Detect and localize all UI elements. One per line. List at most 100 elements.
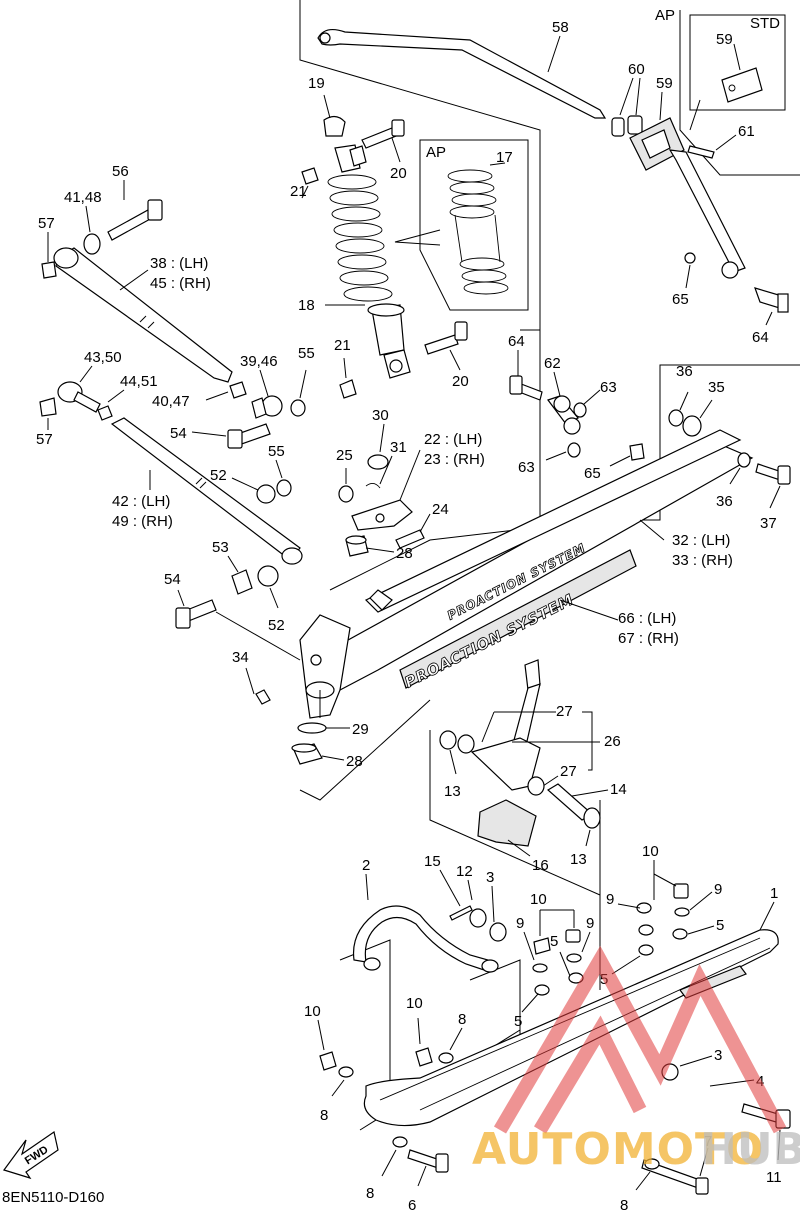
callout-55-top: 55 xyxy=(298,345,315,362)
callout-13-left: 13 xyxy=(444,783,461,800)
fwd-arrow: FWD xyxy=(3,1131,59,1180)
callout-10-mid: 10 xyxy=(406,995,423,1012)
callout-29: 29 xyxy=(352,721,369,738)
callout-8-left: 8 xyxy=(320,1107,328,1124)
ap-spring-label: AP xyxy=(426,144,446,161)
callout-20-top: 20 xyxy=(390,165,407,182)
callout-8-bottom-right: 8 xyxy=(620,1197,628,1213)
bolt-54-top: 54 xyxy=(170,423,271,449)
callout-67: 67 : (RH) xyxy=(618,630,679,647)
std-box: STD 59 xyxy=(689,14,786,111)
callout-21-bottom: 21 xyxy=(334,337,351,354)
watermark-logo: AUTOMOTO HUB xyxy=(472,945,800,1175)
callout-57-bottom: 57 xyxy=(36,431,53,448)
bracket-22: 22 : (LH) 23 : (RH) xyxy=(351,431,485,531)
callout-3-top: 3 xyxy=(486,869,494,886)
callout-32: 32 : (LH) xyxy=(672,532,730,549)
lower-arm-42: 57 43,50 44,51 42 : (LH) 49 : (RH) xyxy=(36,349,301,561)
front-mount xyxy=(299,589,393,719)
callout-9-right-a: 9 xyxy=(606,891,614,908)
callout-54-top: 54 xyxy=(170,425,187,442)
callout-37: 37 xyxy=(760,515,777,532)
rear-collars-35-36: 36 35 36 37 xyxy=(668,363,791,532)
callout-52-bottom: 52 xyxy=(268,617,285,634)
callout-10-center: 10 xyxy=(530,891,547,908)
collar-52-bottom: 52 xyxy=(257,565,285,634)
bolt-61: 61 xyxy=(687,123,755,159)
callout-36-top: 36 xyxy=(676,363,693,380)
link-rod-rear: 65 64 xyxy=(668,149,789,346)
callout-44-51: 44,51 xyxy=(120,373,158,390)
callout-36-bottom: 36 xyxy=(716,493,733,510)
callout-5-center-a: 5 xyxy=(550,933,558,950)
callout-9-center-b: 9 xyxy=(586,915,594,932)
left-ski-hardware: 10 8 10 8 8 6 xyxy=(304,995,466,1213)
callout-58: 58 xyxy=(552,19,569,36)
callout-5-center-b: 5 xyxy=(514,1013,522,1030)
callout-22: 22 : (LH) xyxy=(424,431,482,448)
callout-63-top: 63 xyxy=(600,379,617,396)
callout-27-top: 27 xyxy=(556,703,573,720)
cap-30: 30 xyxy=(367,407,389,470)
collar-28-top: 28 xyxy=(345,535,413,562)
callout-63-bottom: 63 xyxy=(518,459,535,476)
collar-3-top: 3 xyxy=(486,869,507,942)
callout-2: 2 xyxy=(362,857,370,874)
callout-42: 42 : (LH) xyxy=(112,493,170,510)
beam-32-label: 32 : (LH) 33 : (RH) xyxy=(639,519,733,569)
callout-11: 11 xyxy=(766,1169,782,1186)
callout-21-top: 21 xyxy=(290,183,307,200)
shock-spring xyxy=(327,174,393,302)
lower-arm-end xyxy=(281,547,303,565)
callout-20-bottom: 20 xyxy=(452,373,469,390)
hardware-center-9-5-10: 10 9 9 5 5 xyxy=(514,891,594,1030)
callout-62: 62 xyxy=(544,355,561,372)
callout-26: 26 xyxy=(604,733,621,750)
callout-18: 18 xyxy=(298,297,315,314)
callout-16: 16 xyxy=(532,857,549,874)
callout-28-bottom: 28 xyxy=(346,753,363,770)
nut-21-top: 21 xyxy=(290,167,319,200)
callout-14: 14 xyxy=(610,781,627,798)
nut-21-bottom: 21 xyxy=(334,337,357,399)
spindle-26: 27 26 27 xyxy=(470,659,621,791)
callout-34: 34 xyxy=(232,649,249,666)
holder-60: 60 xyxy=(611,61,645,137)
arm-end-39-46: 39,46 40,47 xyxy=(152,353,283,419)
watermark-hub: HUB xyxy=(700,1124,800,1175)
callout-39-46: 39,46 xyxy=(240,353,278,370)
callout-40-47: 40,47 xyxy=(152,393,190,410)
callout-17: 17 xyxy=(496,149,513,166)
parts-55: 55 55 xyxy=(268,345,315,497)
callout-52-top: 52 xyxy=(210,467,227,484)
callout-65-top: 65 xyxy=(672,291,689,308)
callout-23: 23 : (RH) xyxy=(424,451,485,468)
callout-64-left: 64 xyxy=(508,333,525,350)
ski-1: 1 xyxy=(363,885,779,1127)
bushing-41-48: 41,48 xyxy=(64,189,102,255)
callout-41-48: 41,48 xyxy=(64,189,102,206)
ski-bolts: 11 7 8 3 4 xyxy=(620,1047,791,1213)
callout-64-right: 64 xyxy=(752,329,769,346)
collar-25: 25 xyxy=(336,447,354,503)
callout-10-left: 10 xyxy=(304,1003,321,1020)
callout-49: 49 : (RH) xyxy=(112,513,173,530)
bushing-12: 12 xyxy=(456,863,487,928)
collar-28-bottom: 28 xyxy=(291,743,363,770)
nut-63: 63 63 xyxy=(518,379,617,476)
callout-24: 24 xyxy=(432,501,449,518)
spring-ap-box: AP 17 xyxy=(394,139,529,311)
upper-arm-38: 57 38 : (LH) 45 : (RH) xyxy=(38,215,233,383)
callout-61: 61 xyxy=(738,123,755,140)
bolt-56: 56 xyxy=(107,163,163,241)
bolt-64-left: 64 xyxy=(508,333,543,401)
collar-53: 53 xyxy=(212,539,253,595)
plate-59: 59 xyxy=(629,75,685,171)
spring-17 xyxy=(447,169,509,295)
callout-59: 59 xyxy=(656,75,673,92)
callout-25: 25 xyxy=(336,447,353,464)
callout-65-bottom: 65 xyxy=(584,465,601,482)
shock-absorber-18: 19 18 xyxy=(298,75,411,379)
callout-6: 6 xyxy=(408,1197,416,1213)
